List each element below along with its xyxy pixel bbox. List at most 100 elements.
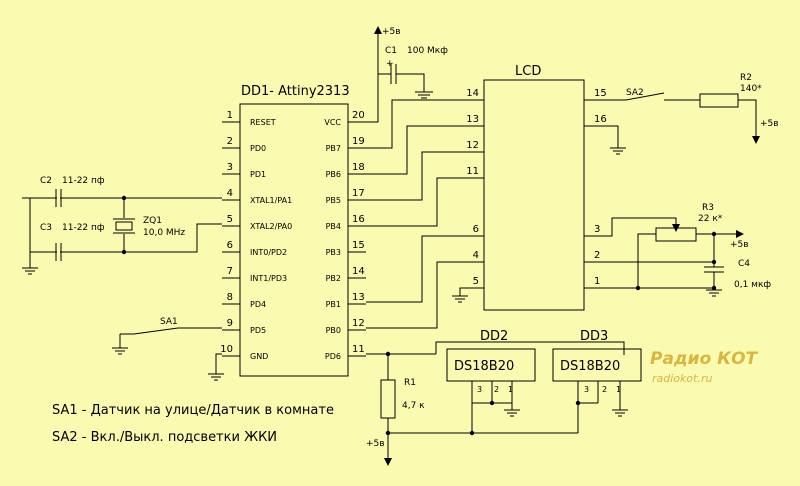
dd3-body [552,348,642,382]
mcu-pin-name: PD6 [325,352,341,361]
mcu-pin-name: PB1 [326,300,341,309]
dd2-pin3: 3 [477,385,482,394]
crystal-network: C2 11-22 пф C3 11-22 пф ZQ1 10,0 MHz [22,176,222,275]
dd3-chip: DS18B20 [560,359,620,374]
contrast-network: R3 22 к* +5в C4 0,1 мкф [584,203,771,297]
watermark-url: radiokot.ru [652,372,712,385]
lcd-pin-number: 14 [466,88,479,99]
lcd-pin-number: 16 [594,114,607,125]
mcu-pin-number: 6 [227,240,233,251]
mcu-pin-number: 18 [352,162,365,173]
lcd-pin-number: 12 [466,140,479,151]
mcu-gnd [208,353,224,381]
mcu-pins: 1RESET2PD03PD14XTAL1/PA15XTAL2/PA06INT0/… [220,110,366,361]
mcu-pin-number: 9 [227,318,233,329]
c2-ref: C2 [40,176,52,186]
mcu-dd1: DD1- Attiny2313 1RESET2PD03PD14XTAL1/PA1… [220,84,366,377]
dd2-chip: DS18B20 [454,359,514,374]
dd3-pin3: 3 [584,385,589,394]
mcu-body [239,103,349,377]
mcu-pin-number: 5 [227,214,233,225]
mcu-pin-name: INT1/PD3 [250,274,287,283]
r2-ref: R2 [740,73,752,83]
c2-value: 11-22 пф [62,176,105,186]
lcd-pin-number: 3 [594,224,600,235]
note-sa2: SA2 - Вкл./Выкл. подсветки ЖКИ [52,430,277,445]
c1-plus: + [386,59,394,69]
mcu-pin-name: PD4 [250,300,266,309]
dd3-pin1: 1 [616,385,621,394]
c3-ref: C3 [40,223,52,233]
r2-value: 140* [740,84,762,94]
mcu-pin-number: 15 [352,240,365,251]
mcu-pin-number: 13 [352,292,365,303]
r3-supply-label: +5в [730,240,749,250]
c3-value: 11-22 пф [62,223,105,233]
c4-value: 0,1 мкф [734,280,771,290]
lcd-gnd-5 [452,287,484,303]
zq1-value: 10,0 MHz [143,228,185,238]
mcu-pin-number: 7 [227,266,233,277]
sa1-ref: SA1 [160,317,178,327]
lcd-pin-number: 6 [473,224,479,235]
mcu-pin-number: 10 [220,344,233,355]
lcd-gnd-16 [584,125,626,155]
lcd-pin-number: 5 [473,276,479,287]
mcu-pin-name: PB6 [326,170,341,179]
mcu-pin-number: 3 [227,162,233,173]
mcu-pin-number: 11 [352,344,365,355]
mcu-pin-name: XTAL1/PA1 [250,196,292,205]
zq1-ref: ZQ1 [143,216,162,226]
mcu-pin-name: INT0/PD2 [250,248,287,257]
mcu-pin-number: 16 [352,214,365,225]
sa2-contact [625,92,665,101]
r3-value: 22 к* [698,214,723,224]
lcd-pin-number: 13 [466,114,479,125]
backlight-network: SA2 R2 140* +5в [584,73,779,144]
mcu-pin-number: 1 [227,110,233,121]
note-sa1: SA1 - Датчик на улице/Датчик в комнате [52,403,334,418]
r1-value: 4,7 к [402,401,425,411]
mcu-pin-number: 17 [352,188,365,199]
r2-resistor [699,93,739,108]
mcu-pin-number: 2 [227,136,233,147]
mcu-pin-name: XTAL2/PA0 [250,222,292,231]
dd2-pin1: 1 [508,385,513,394]
mcu-pin-number: 19 [352,136,365,147]
mcu-pin-name: PB0 [326,326,341,335]
dd2-body [446,348,536,382]
mcu-pin-name: PD0 [250,144,266,153]
lcd-title: LCD [515,64,541,79]
vcc-label: +5в [382,27,401,37]
mcu-pin-name: PB4 [326,222,341,231]
mcu-pin-number: 4 [227,188,233,199]
vcc-c1-network: +5в C1 100 Мкф + [366,26,448,123]
mcu-pin-name: PB5 [326,196,341,205]
dd2-ref: DD2 [480,329,508,344]
c1-value: 100 Мкф [407,46,448,56]
mcu-lcd-wires [366,99,484,329]
mcu-title: DD1- Attiny2313 [241,84,350,99]
sa1-switch: SA1 [112,317,222,355]
r3-ref: R3 [702,203,714,213]
mcu-pin-number: 12 [352,318,365,329]
r1-ref: R1 [404,378,416,388]
mcu-pin-name: PB3 [326,248,341,257]
mcu-pin-name: PD5 [250,326,266,335]
r1-resistor [380,379,396,419]
mcu-pin-name: PB7 [326,144,341,153]
sa2-ref: SA2 [626,88,644,98]
lcd-body [483,79,585,311]
c4-ref: C4 [738,259,750,269]
mcu-pin-name: GND [250,352,268,361]
mcu-pin-name: RESET [250,118,276,127]
r2-supply-label: +5в [760,119,779,129]
watermark: Радио КОТ radiokot.ru [650,349,759,385]
lcd-pin-number: 15 [594,88,607,99]
r3-potentiometer [655,227,697,242]
mcu-pin-number: 8 [227,292,233,303]
lcd-pin-number: 4 [473,250,479,261]
bus-supply-label: +5в [366,439,385,449]
